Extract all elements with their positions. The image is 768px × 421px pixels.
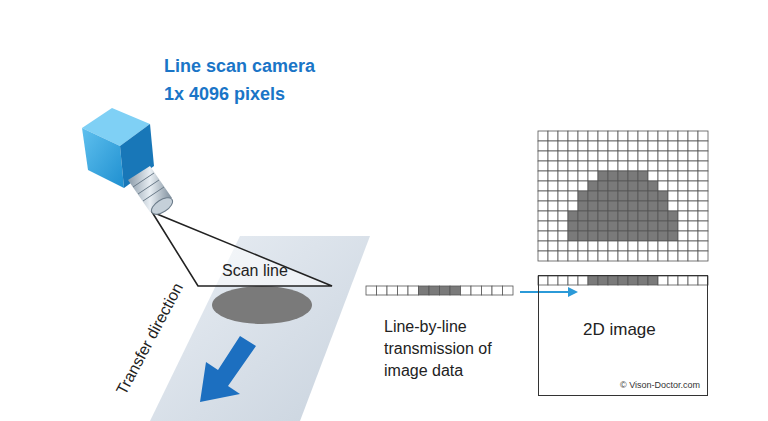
- line-strip: [366, 286, 513, 295]
- scan-line-label: Scan line: [222, 262, 288, 280]
- object: [212, 286, 312, 324]
- camera-resolution: 1x 4096 pixels: [164, 84, 285, 105]
- image-line: [538, 276, 708, 285]
- transmission-arrow: [520, 287, 578, 297]
- view-cone: [152, 212, 332, 286]
- image-label: 2D image: [583, 320, 656, 340]
- transfer-arrow: [200, 336, 256, 402]
- watermark: © Vison-Doctor.com: [620, 380, 700, 390]
- image-frame: 2D image: [538, 275, 708, 396]
- camera-title: Line scan camera: [164, 56, 315, 77]
- camera: [82, 108, 175, 218]
- conveyor-band: [150, 236, 370, 421]
- pixel-grid: [538, 131, 708, 261]
- transmission-label: Line-by-line transmission of image data: [384, 316, 529, 382]
